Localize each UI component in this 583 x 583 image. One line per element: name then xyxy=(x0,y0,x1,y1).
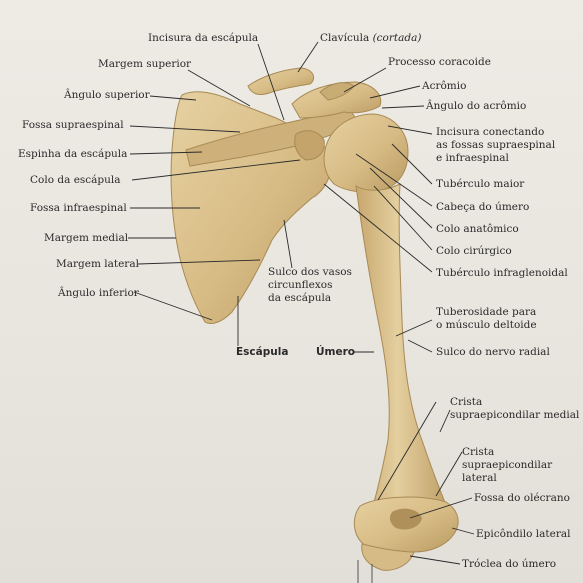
label-colo-cirurgico: Colo cirúrgico xyxy=(436,245,512,257)
label-tuberculo-maior: Tubérculo maior xyxy=(436,178,524,190)
label-angulo-acromio: Ângulo do acrômio xyxy=(426,100,526,112)
label-fossa-supraespinal: Fossa supraespinal xyxy=(22,119,124,131)
clavicle-shape xyxy=(248,68,314,94)
label-acromio: Acrômio xyxy=(422,80,466,92)
label-incisura-conectando-3: e infraespinal xyxy=(436,152,509,164)
label-sulco-vasos-1: Sulco dos vasos xyxy=(268,266,352,278)
label-troclea-umero: Tróclea do úmero xyxy=(462,558,556,570)
label-crista-medial-1: Crista xyxy=(450,396,482,408)
label-escapula: Escápula xyxy=(236,346,288,358)
label-angulo-inferior: Ângulo inferior xyxy=(58,287,139,299)
label-processo-coracoide: Processo coracoide xyxy=(388,56,491,68)
label-sulco-nervo-radial: Sulco do nervo radial xyxy=(436,346,550,358)
label-crista-medial-2: supraepicondilar medial xyxy=(450,409,579,421)
label-tuberculo-infraglenoidal: Tubérculo infraglenoidal xyxy=(436,267,568,279)
label-clavicula: Clavícula (cortada) xyxy=(320,32,421,44)
label-fossa-olecrano: Fossa do olécrano xyxy=(474,492,570,504)
label-clavicula-text: Clavícula xyxy=(320,32,369,44)
label-margem-medial: Margem medial xyxy=(44,232,128,244)
label-fossa-infraespinal: Fossa infraespinal xyxy=(30,202,127,214)
label-incisura-conectando-1: Incisura conectando xyxy=(436,126,544,138)
label-tuberosidade-1: Tuberosidade para xyxy=(436,306,536,318)
label-angulo-superior: Ângulo superior xyxy=(64,89,150,101)
label-margem-lateral: Margem lateral xyxy=(56,258,139,270)
label-colo-escapula: Colo da escápula xyxy=(30,174,121,186)
label-incisura-conectando-2: as fossas supraespinal xyxy=(436,139,555,151)
label-clavicula-note: (cortada) xyxy=(373,32,422,44)
label-umero: Úmero xyxy=(316,346,355,358)
label-crista-lateral-3: lateral xyxy=(462,472,497,484)
label-crista-lateral-2: supraepicondilar xyxy=(462,459,552,471)
label-sulco-vasos-3: da escápula xyxy=(268,292,331,304)
humerus-shaft-shape xyxy=(356,184,448,510)
label-espinha-escapula: Espinha da escápula xyxy=(18,148,127,160)
label-colo-anatomico: Colo anatômico xyxy=(436,223,519,235)
label-epicondilo-lateral: Epicôndilo lateral xyxy=(476,528,571,540)
label-margem-superior: Margem superior xyxy=(98,58,191,70)
label-incisura-escapula: Incisura da escápula xyxy=(148,32,258,44)
label-tuberosidade-2: o músculo deltoide xyxy=(436,319,537,331)
label-crista-lateral-1: Crista xyxy=(462,446,494,458)
label-cabeca-umero: Cabeça do úmero xyxy=(436,201,529,213)
label-sulco-vasos-2: circunflexos xyxy=(268,279,333,291)
